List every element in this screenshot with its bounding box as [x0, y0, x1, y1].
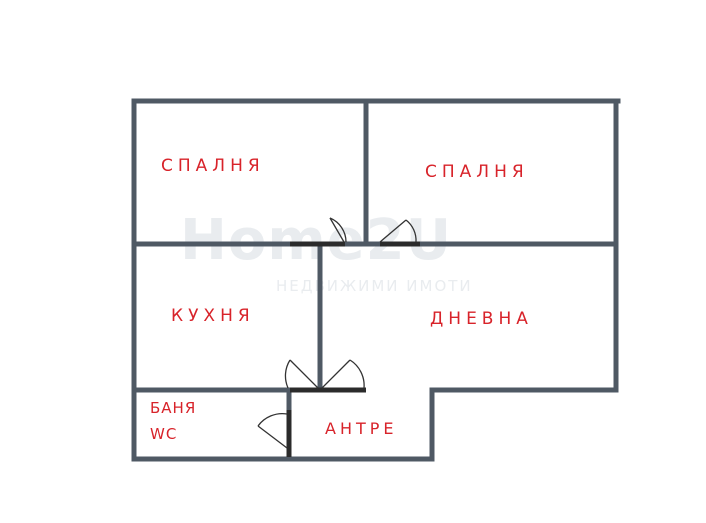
- room-label-bedroom-right: СПАЛНЯ: [425, 162, 529, 182]
- watermark-logo: Home2U: [180, 208, 453, 273]
- room-label-living-room: ДНЕВНА: [430, 309, 533, 329]
- room-label-wc: WC: [150, 425, 178, 443]
- walls: [131, 98, 621, 462]
- room-label-bedroom-left: СПАЛНЯ: [161, 156, 265, 176]
- watermark-tagline: НЕДВИЖИМИ ИМОТИ: [276, 277, 473, 295]
- room-label-kitchen: КУХНЯ: [171, 306, 255, 326]
- door-bedroom-left: [329, 217, 347, 243]
- door-thresholds: [286, 241, 420, 457]
- door-living: [321, 359, 365, 389]
- room-label-hallway: АНТРЕ: [325, 419, 398, 438]
- door-kitchen: [284, 359, 319, 389]
- door-bedroom-right: [379, 219, 417, 243]
- room-label-bathroom: БАНЯ: [150, 399, 197, 417]
- door-swings: [257, 217, 417, 449]
- door-bathroom: [257, 412, 288, 449]
